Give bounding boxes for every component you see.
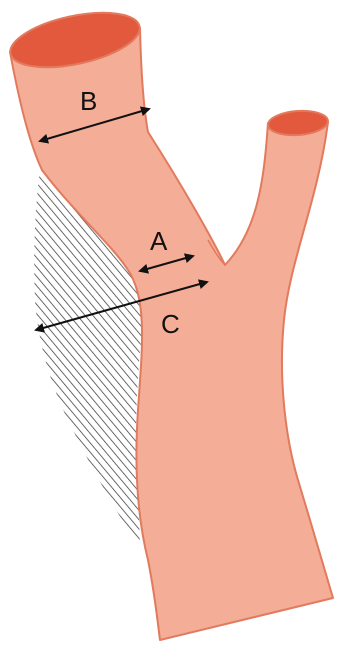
label-a: A — [150, 226, 168, 256]
label-b: B — [80, 86, 97, 116]
label-c: C — [161, 309, 180, 339]
